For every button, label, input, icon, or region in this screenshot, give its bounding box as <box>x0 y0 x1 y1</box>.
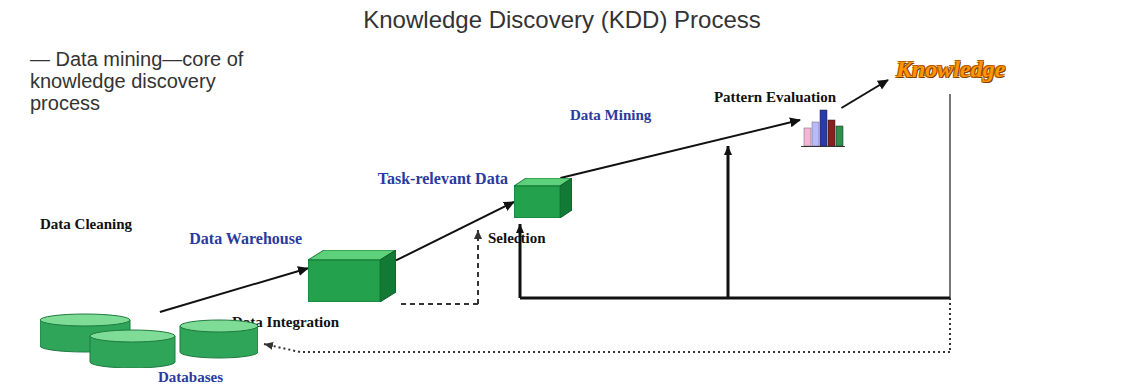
node-label: Databases <box>158 369 223 386</box>
flow-arrow <box>841 80 888 108</box>
feedback-bar <box>520 297 950 300</box>
node-label: Knowledge <box>888 52 1014 87</box>
task-data-cube-shape <box>514 178 572 218</box>
database-cylinders-shape <box>40 312 258 368</box>
feedback-dotted-back <box>300 351 950 353</box>
selection-dashed-left <box>400 303 478 305</box>
node-label: Data Warehouse <box>189 230 302 248</box>
selection-dashed-up <box>477 230 479 304</box>
feedback-dotted-head <box>264 344 300 352</box>
database-cylinders: Databases <box>40 312 258 368</box>
feedback-trunk <box>949 94 951 298</box>
pattern-chart-shape <box>800 108 846 148</box>
knowledge-wordart: Knowledge <box>888 52 1014 87</box>
edge-label: Data Mining <box>568 107 653 124</box>
step-label: Data Cleaning <box>40 216 132 233</box>
flow-arrow <box>560 120 800 178</box>
task-data-cube: Task-relevant Data <box>514 178 572 218</box>
node-label: Task-relevant Data <box>378 170 508 188</box>
bullet-note: — Data mining—core of knowledge discover… <box>30 48 280 114</box>
pattern-chart: Pattern Evaluation <box>800 108 846 148</box>
data-warehouse-cube-shape <box>308 250 396 302</box>
data-warehouse-cube: Data Warehouse <box>308 250 396 302</box>
node-label: Pattern Evaluation <box>714 89 836 106</box>
step-label: Selection <box>488 230 546 247</box>
flow-arrow <box>160 268 308 312</box>
feedback-to-mining <box>727 146 730 298</box>
feedback-dotted-down <box>949 298 951 352</box>
diagram-title: Knowledge Discovery (KDD) Process <box>0 6 1124 34</box>
